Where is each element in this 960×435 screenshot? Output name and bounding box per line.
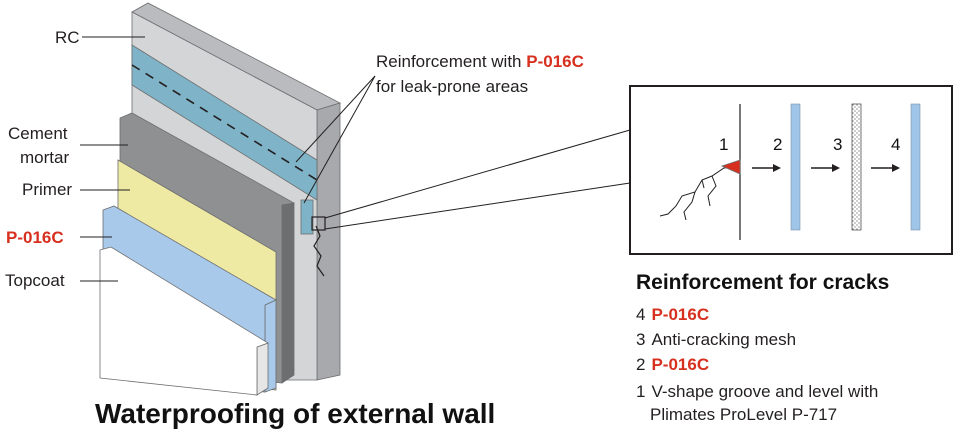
label-cement-line1: Cement xyxy=(8,124,68,143)
arrow-1-head xyxy=(773,164,781,172)
legend-item-3: 3 Anti-cracking mesh xyxy=(636,330,796,349)
label-primer: Primer xyxy=(22,180,72,199)
step4-strip xyxy=(910,103,921,231)
callout-line2: for leak-prone areas xyxy=(376,77,528,96)
arrow-3-head xyxy=(892,164,900,172)
callout-leader-band xyxy=(295,75,376,163)
legend-item-1: 1 V-shape groove and level with xyxy=(636,382,878,401)
legend-number-4: 4 xyxy=(636,305,645,324)
label-membrane: P-016C xyxy=(6,228,64,247)
crack-detail-box: 1 2 3 4 xyxy=(629,85,953,255)
topcoat-side xyxy=(256,342,269,396)
crack-zoom-marker xyxy=(311,216,326,231)
cement-side xyxy=(281,202,295,384)
legend-number-3: 3 xyxy=(636,330,645,349)
legend-number-2: 2 xyxy=(636,355,645,374)
legend-text-4: P-016C xyxy=(651,305,709,324)
step-number-3: 3 xyxy=(833,135,842,154)
step-number-1: 1 xyxy=(719,135,728,154)
detail-crack xyxy=(659,165,741,221)
legend-text-2: P-016C xyxy=(651,355,709,374)
leak-band xyxy=(131,44,318,201)
label-rc: RC xyxy=(55,28,80,47)
topcoat-front xyxy=(99,246,269,396)
v-groove xyxy=(720,159,741,175)
topcoat-layer xyxy=(99,246,269,396)
legend-text-1-line2: Plimates ProLevel P-717 xyxy=(650,405,837,424)
legend-text-1: V-shape groove and level with xyxy=(651,382,878,401)
zoom-line-bottom xyxy=(324,182,631,230)
step-number-4: 4 xyxy=(891,135,900,154)
legend-item-2: 2 P-016C xyxy=(636,355,709,374)
callout-prefix: Reinforcement with xyxy=(376,52,526,71)
callout-line1: Reinforcement with P-016C xyxy=(376,52,584,71)
step-number-2: 2 xyxy=(773,135,782,154)
step3-mesh xyxy=(851,103,862,231)
arrow-2-head xyxy=(832,164,840,172)
label-cement-line2: mortar xyxy=(20,148,69,167)
reinforced-strip xyxy=(300,199,314,235)
cracks-title: Reinforcement for cracks xyxy=(636,271,889,294)
crack-on-wall xyxy=(313,225,325,277)
callout-product: P-016C xyxy=(526,52,584,71)
callout-leader-strip xyxy=(303,75,376,204)
band-dashed-line xyxy=(131,64,318,181)
legend-item-4: 4 P-016C xyxy=(636,305,709,324)
zoom-line-top xyxy=(324,129,631,219)
label-topcoat: Topcoat xyxy=(5,271,65,290)
main-title: Waterproofing of external wall xyxy=(95,398,495,429)
step2-strip xyxy=(790,103,801,231)
legend-text-3: Anti-cracking mesh xyxy=(651,330,796,349)
legend-number-1: 1 xyxy=(636,382,645,401)
